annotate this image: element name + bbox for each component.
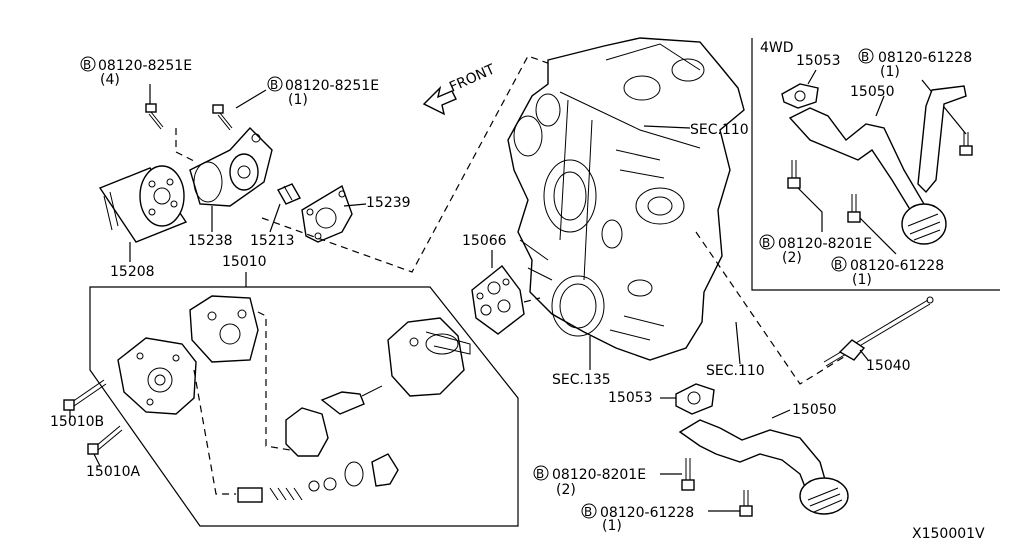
- bolt-8201E-part-no: 08120-8201E: [552, 467, 646, 483]
- wd4-bolt-marker-bottom: B: [831, 256, 847, 272]
- label-sec110-bottom: SEC.110: [706, 363, 765, 379]
- diagram-code: X150001V: [912, 526, 985, 542]
- bolt-top-left-qty: (4): [100, 72, 120, 88]
- label-15208: 15208: [110, 264, 155, 280]
- wd4-bolt-marker-top: B: [858, 48, 874, 64]
- wd4-bolt-8201E-qty: (2): [782, 250, 802, 266]
- bolt-top-mid-qty: (1): [288, 92, 308, 108]
- bolt-61228-part-no: 08120-61228: [600, 505, 694, 521]
- label-15053: 15053: [608, 390, 653, 406]
- oil-filter-15208: [98, 165, 188, 243]
- bolt-8201E: [681, 458, 695, 491]
- dipstick-15040: [823, 296, 934, 367]
- wd4-label-15050: 15050: [850, 84, 895, 100]
- svg-text:B: B: [270, 78, 278, 92]
- pump-gasket: [189, 295, 259, 363]
- wd4-bolt-61228-bottom-part-no: 08120-61228: [850, 258, 944, 274]
- bolt-marker-61228: B: [581, 503, 597, 519]
- wd4-label-15053: 15053: [796, 53, 841, 69]
- svg-text:B: B: [83, 58, 91, 72]
- svg-text:B: B: [834, 258, 842, 272]
- bolt-top-mid-part-no: 08120-8251E: [285, 78, 379, 94]
- connector-15213: [277, 183, 301, 205]
- wd4-bolt-top-right: [959, 132, 973, 156]
- svg-text:B: B: [762, 236, 770, 250]
- label-sec110-top: SEC.110: [690, 122, 749, 138]
- bolt-8201E-qty: (2): [556, 482, 576, 498]
- inset-4wd-frame: [751, 38, 1000, 291]
- oil-pump-body: [117, 337, 197, 415]
- label-15050: 15050: [792, 402, 837, 418]
- wd4-bolt-61228-top-part-no: 08120-61228: [878, 50, 972, 66]
- filter-bracket-15238: [189, 126, 273, 207]
- gasket-15239: [301, 184, 353, 243]
- gasket-15066: [471, 265, 525, 335]
- engine-block: [507, 37, 745, 361]
- wd4-bolt-marker-8201E: B: [759, 234, 775, 250]
- pump-rotor: [285, 385, 383, 457]
- inset-4wd-title: 4WD: [760, 40, 794, 56]
- svg-text:B: B: [584, 505, 592, 519]
- wd4-bolt-8201E: [787, 160, 801, 189]
- bolt-61228: [739, 490, 753, 517]
- front-arrow: [422, 85, 457, 116]
- oil-pump-box: [89, 286, 519, 527]
- wd4-gasket-15053: [781, 83, 819, 109]
- bolt-15010B: [63, 379, 107, 411]
- label-15010: 15010: [222, 254, 267, 270]
- svg-text:B: B: [861, 50, 869, 64]
- wd4-oil-strainer-15050: [788, 85, 967, 245]
- label-15213: 15213: [250, 233, 295, 249]
- bolt-marker-8201E: B: [533, 465, 549, 481]
- wd4-bolt-61228-bottom: [847, 194, 861, 223]
- oil-strainer-15050: [678, 419, 849, 515]
- gasket-15053: [675, 383, 715, 415]
- bolt-top-left: [145, 103, 164, 130]
- label-15010A: 15010A: [86, 464, 141, 480]
- wd4-bolt-61228-bottom-qty: (1): [852, 272, 872, 288]
- relief-valve-parts: [237, 453, 399, 503]
- label-15040: 15040: [866, 358, 911, 374]
- label-15239: 15239: [366, 195, 411, 211]
- front-label: FRONT: [447, 61, 498, 95]
- wd4-bolt-8201E-part-no: 08120-8201E: [778, 236, 872, 252]
- pump-cover: [387, 317, 471, 397]
- bolt-15010A: [87, 425, 123, 455]
- wd4-bolt-61228-top-qty: (1): [880, 64, 900, 80]
- bolt-top-mid: [212, 104, 233, 131]
- bolt-marker-top-mid: B: [267, 76, 283, 92]
- bolt-61228-qty: (1): [602, 518, 622, 534]
- bolt-top-left-part-no: 08120-8251E: [98, 58, 192, 74]
- label-15238: 15238: [188, 233, 233, 249]
- label-15010B: 15010B: [50, 414, 104, 430]
- bolt-marker-top-left: B: [80, 56, 96, 72]
- label-15066: 15066: [462, 233, 507, 249]
- label-sec135: SEC.135: [552, 372, 611, 388]
- svg-text:B: B: [536, 467, 544, 481]
